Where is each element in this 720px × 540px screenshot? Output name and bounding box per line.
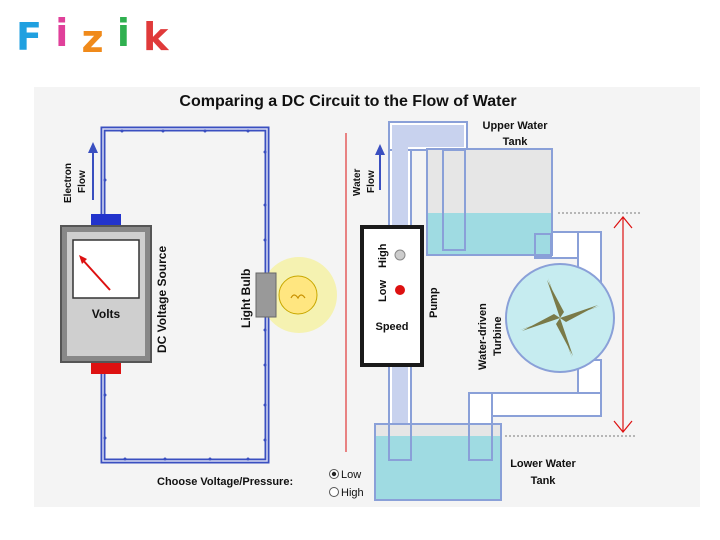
water-flow-label: Flow [366,170,377,193]
radio-high-label[interactable]: High [341,487,364,499]
upper-tank-label: Tank [503,136,529,148]
volts-label: Volts [92,307,121,321]
turbine-label: Water-driven [477,303,489,370]
electron-flow-label: Flow [77,170,88,193]
electron-flow-arrow [88,142,98,200]
dc-voltage-source [60,214,152,374]
radio-low-label[interactable]: Low [341,469,361,481]
lower-tank-label: Lower Water [510,458,576,470]
logo-letter: z [81,17,103,61]
logo-letter: F [16,15,42,59]
turbine-label: Turbine [492,316,504,356]
fizika-logo: F i z i k a [16,11,182,61]
speed-label: Speed [375,321,408,333]
logo-letter: i [55,11,68,55]
pump-label: Pump [428,287,440,318]
logo-letter: k [143,15,169,59]
meter-needle [80,257,111,291]
low-label: Low [377,280,389,302]
height-difference-arrow [613,216,633,433]
radio-low[interactable]: Low [329,469,362,481]
upper-water-tank [426,148,553,257]
svg-text:F i z i k: F i z i k a [16,11,182,61]
low-speed-indicator [395,285,405,295]
wire-electrons [103,129,267,461]
water-turbine [505,263,615,373]
voltage-pressure-prompt: Choose Voltage/Pressure: [157,476,293,488]
electron-flow-label: Electron [63,163,74,203]
light-bulb-label: Light Bulb [239,269,253,328]
pump [360,225,424,367]
dc-source-label: DC Voltage Source [155,246,169,353]
light-bulb [255,257,337,333]
water-flow-arrow [375,144,385,190]
radio-high[interactable]: High [329,487,364,499]
logo-letter: i [117,11,130,55]
diagram-title: Comparing a DC Circuit to the Flow of Wa… [179,93,516,110]
high-label: High [377,243,389,268]
upper-tank-label: Upper Water [483,120,549,132]
water-flow-label: Water [352,168,363,196]
lower-tank-label: Tank [531,475,557,487]
high-speed-indicator [394,249,406,261]
lower-water-tank [374,423,502,501]
